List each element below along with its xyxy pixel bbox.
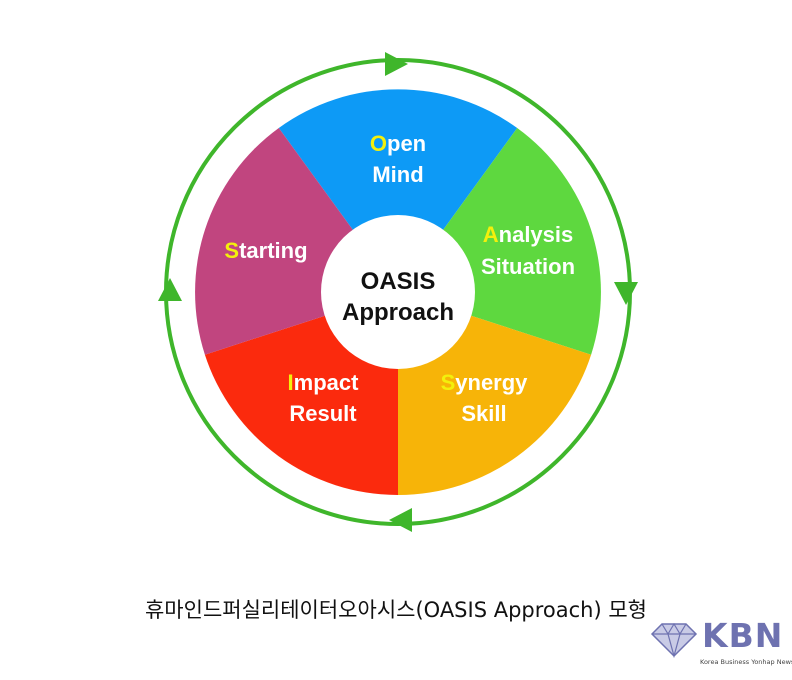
segment-open-mind [278, 89, 518, 292]
label-starting: Starting [224, 238, 307, 263]
center-subtitle: Approach [342, 299, 454, 326]
label-analysis-situation-line2: Situation [481, 254, 575, 279]
label-impact-result-line1: Impact [288, 370, 360, 395]
arrow-top-icon [385, 52, 408, 76]
center-circle [321, 215, 475, 369]
label-open-mind-line2: Mind [372, 162, 423, 187]
label-synergy-skill-line2: Skill [461, 401, 506, 426]
arrow-bottom-icon [389, 508, 412, 532]
logo-wordmark: KBN [702, 616, 784, 655]
oasis-cycle-diagram: OASIS Approach Open Mind Analysis Situat… [158, 52, 638, 532]
label-synergy-skill-line1: Synergy [441, 370, 529, 395]
label-analysis-situation-line1: Analysis [483, 222, 574, 247]
diamond-logo-icon [650, 622, 698, 658]
label-impact-result-line2: Result [289, 401, 357, 426]
center-title: OASIS [361, 268, 436, 295]
diagram-caption: 휴마인드퍼실리테이터오아시스(OASIS Approach) 모형 [144, 598, 647, 622]
arrow-right-icon [614, 282, 638, 305]
kbn-logo: KBN Korea Business Yonhap News [650, 616, 792, 670]
arrow-left-icon [158, 278, 182, 301]
logo-tagline: Korea Business Yonhap News [700, 658, 792, 666]
label-open-mind-line1: Open [370, 131, 426, 156]
